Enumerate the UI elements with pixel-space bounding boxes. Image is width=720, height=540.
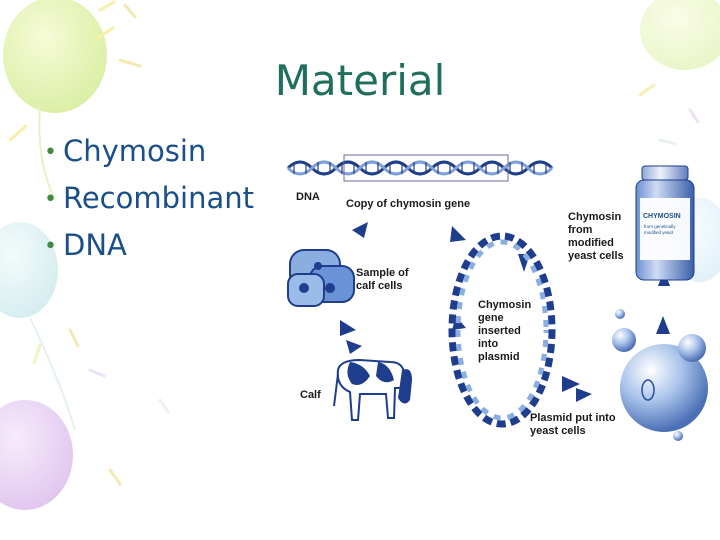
label-chymosin-from: Chymosin from modified yeast cells — [568, 211, 624, 262]
plasmid-helix-icon — [448, 232, 556, 428]
bullet-text: Recombinant — [62, 181, 254, 215]
bullet-text: DNA — [62, 228, 127, 262]
arrow-icon — [562, 376, 580, 392]
label-plasmid-line: yeast cells — [530, 425, 586, 437]
bullet-dot-icon: • — [44, 140, 57, 165]
cow-icon — [333, 358, 412, 421]
arrow-icon — [346, 340, 362, 354]
label-gene-line: into — [478, 338, 498, 350]
slide-title: Material — [274, 56, 446, 105]
calf-cells-icon — [287, 249, 355, 307]
jar-icon: CHYMOSIN from genetically modified yeast — [635, 165, 695, 281]
label-sample-line: Sample of — [356, 267, 409, 279]
jar-sub-label: from genetically modified yeast — [644, 224, 677, 235]
label-dna: DNA — [296, 191, 320, 203]
label-chymosin-line: from — [568, 224, 593, 236]
chymosin-process-diagram: DNA Copy of chymosin gene Sample of calf… — [286, 154, 708, 441]
label-plasmid-put: Plasmid put into yeast cells — [530, 412, 619, 437]
bullet-item: •DNA — [44, 222, 254, 269]
label-chymosin-line: Chymosin — [568, 211, 621, 223]
label-gene-line: Chymosin — [478, 299, 531, 311]
yeast-cells-icon — [612, 309, 708, 441]
label-copy-gene: Copy of chymosin gene — [346, 198, 470, 210]
bullet-dot-icon: • — [44, 234, 57, 259]
label-sample: Sample of calf cells — [356, 267, 412, 292]
jar-label: CHYMOSIN — [643, 213, 681, 220]
bullet-item: •Recombinant — [44, 175, 254, 222]
bullet-item: •Chymosin — [44, 128, 254, 175]
bullet-text: Chymosin — [62, 134, 207, 168]
label-plasmid-line: Plasmid put into — [530, 412, 616, 424]
label-gene-line: plasmid — [478, 351, 520, 363]
dna-helix-icon — [286, 154, 554, 182]
balloon-top-right — [640, 0, 720, 70]
label-gene-line: inserted — [478, 325, 521, 337]
balloon-bottom-left — [0, 400, 73, 510]
confetti-streamers — [8, 0, 700, 486]
label-gene-inserted: Chymosin gene inserted into plasmid — [478, 299, 534, 363]
arrow-icon — [576, 388, 592, 402]
balloon-left-mid — [0, 222, 76, 431]
label-sample-line: calf cells — [356, 280, 402, 292]
jar-sub-line: from genetically — [644, 224, 676, 229]
arrow-icon — [656, 316, 670, 334]
balloon-top-left — [3, 0, 107, 201]
label-chymosin-line: yeast cells — [568, 250, 624, 262]
arrow-icon — [352, 222, 368, 238]
bullet-list: •Chymosin •Recombinant •DNA — [44, 128, 254, 269]
label-chymosin-line: modified — [568, 237, 614, 249]
label-calf: Calf — [300, 389, 321, 401]
arrow-icon — [450, 226, 466, 242]
label-gene-line: gene — [478, 312, 504, 324]
arrow-icon — [340, 320, 356, 336]
bullet-dot-icon: • — [44, 187, 57, 212]
jar-sub-line: modified yeast — [644, 230, 674, 235]
